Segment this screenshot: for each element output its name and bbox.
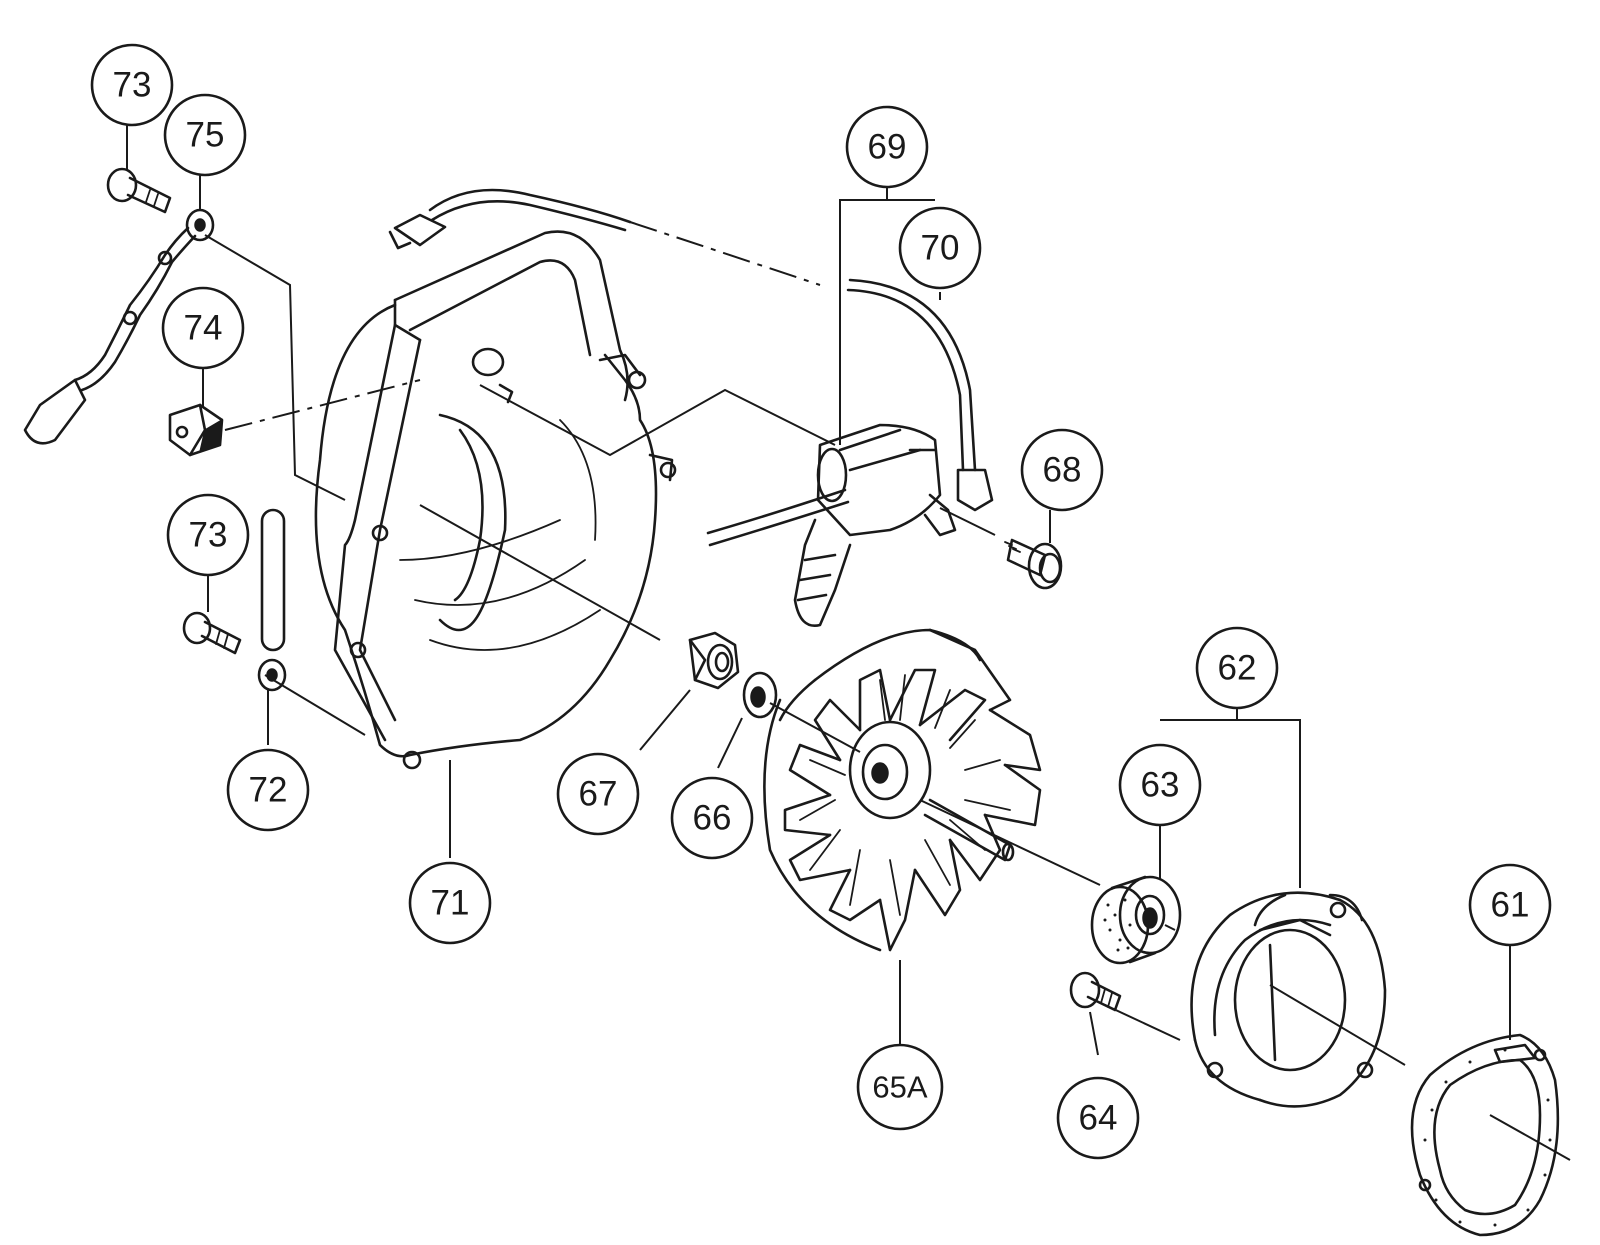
grommet-74 [168,403,224,457]
callout-75: 75 [163,93,247,177]
callout-71-label: 71 [431,884,470,923]
callout-72: 72 [226,748,310,832]
plug-cap-wire [388,188,632,250]
pulley-63 [1090,875,1182,965]
callout-69: 69 [845,105,929,189]
callout-67: 67 [556,752,640,836]
washer-72 [257,658,287,692]
sleeve [260,508,286,652]
callout-63-label: 63 [1141,766,1180,805]
callout-63: 63 [1118,743,1202,827]
callout-61-label: 61 [1491,886,1530,925]
callout-66: 66 [670,776,754,860]
callout-68: 68 [1020,428,1104,512]
ignition-coil-69 [706,423,957,627]
callout-69-label: 69 [868,128,907,167]
callout-65a: 65A [856,1043,944,1131]
callout-64: 64 [1056,1076,1140,1160]
callout-73-lower-label: 73 [189,516,228,555]
callout-73-top-label: 73 [113,66,152,105]
bolt-68 [1004,538,1063,590]
ground-lead [23,226,197,445]
callout-65a-label: 65A [872,1070,927,1105]
callout-75-label: 75 [186,116,225,155]
fan-housing-71 [314,230,677,770]
callout-74-label: 74 [184,309,223,348]
callout-70: 70 [898,206,982,290]
callout-73-lower: 73 [166,493,250,577]
callout-73-top: 73 [90,43,174,127]
callout-70-label: 70 [921,229,960,268]
callout-66-label: 66 [693,799,732,838]
ht-lead-70 [846,278,994,512]
callout-64-label: 64 [1079,1099,1118,1138]
washer-75 [185,208,215,242]
callout-62-label: 62 [1218,649,1257,688]
callout-67-label: 67 [579,775,618,814]
bolt-64 [1069,971,1122,1012]
alignment-lines [204,221,1571,1161]
bolt-73-top [106,167,172,214]
starter-housing-62 [1190,891,1387,1108]
callout-68-label: 68 [1043,451,1082,490]
flywheel-65a [763,628,1042,952]
callout-74: 74 [161,286,245,370]
nut-67 [688,631,740,690]
washer-66 [742,671,778,719]
callout-72-label: 72 [249,771,288,810]
bolt-73-lower [182,611,242,655]
callout-71: 71 [408,861,492,945]
plate-61 [1410,1033,1560,1237]
callout-62: 62 [1195,626,1279,710]
callout-61: 61 [1468,863,1552,947]
